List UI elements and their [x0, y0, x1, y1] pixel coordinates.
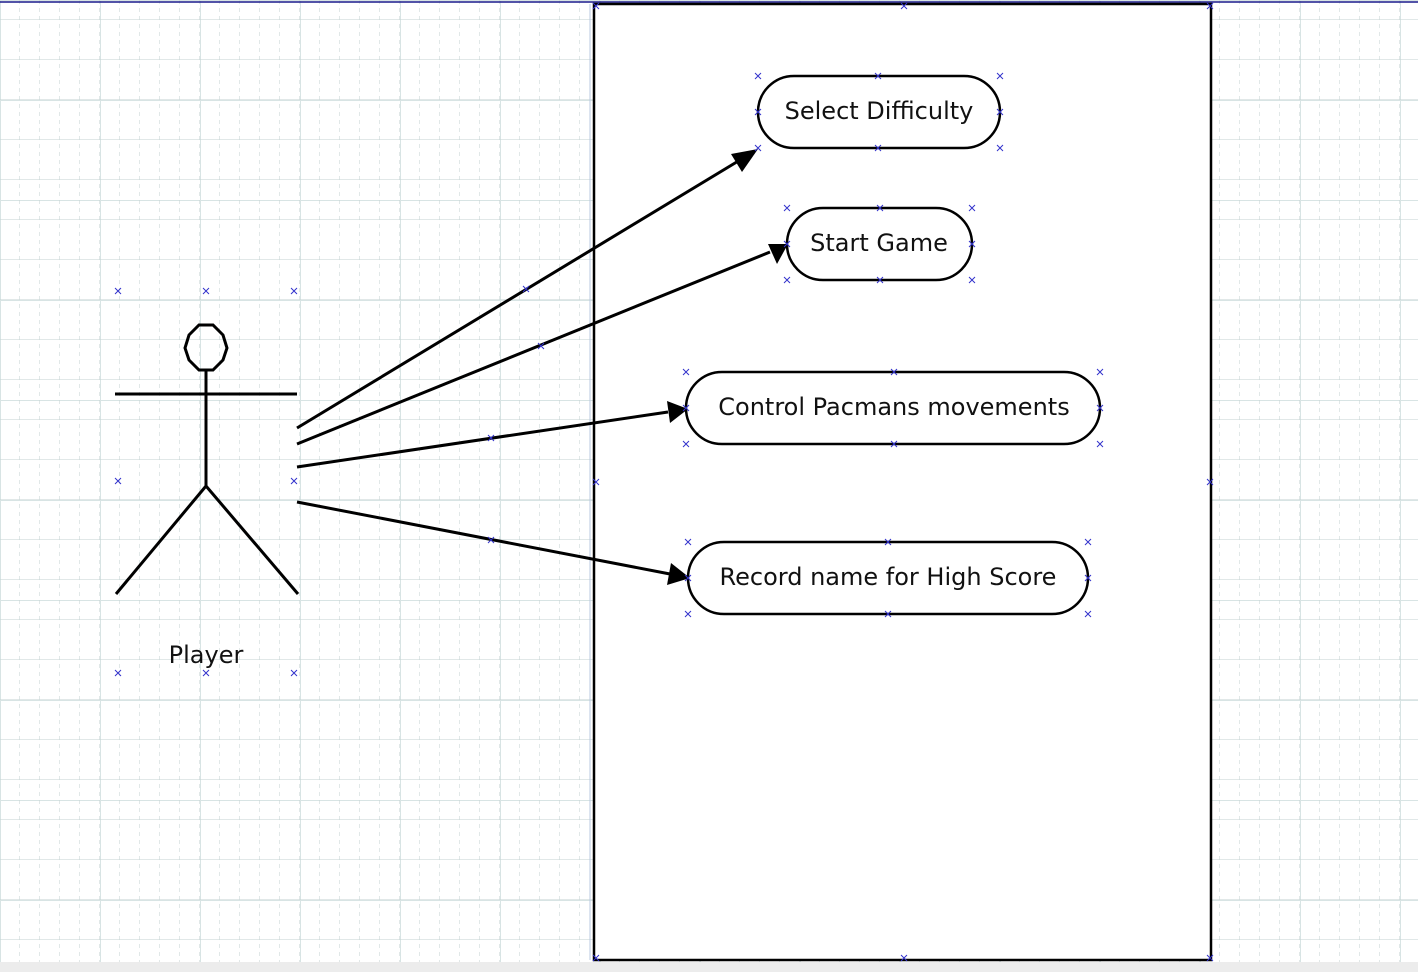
selection-handle-icon[interactable]	[592, 2, 600, 10]
selection-handle-icon[interactable]	[592, 954, 600, 962]
selection-handle-icon[interactable]	[114, 287, 122, 295]
selection-handle-icon[interactable]	[996, 72, 1004, 80]
selection-handle-icon[interactable]	[968, 240, 976, 248]
arrowhead-icon	[768, 244, 788, 264]
selection-handle-icon[interactable]	[684, 574, 692, 582]
selection-handle-icon[interactable]	[1084, 610, 1092, 618]
selection-handle-icon[interactable]	[1096, 404, 1104, 412]
selection-handle-icon[interactable]	[487, 536, 495, 544]
selection-handle-icon[interactable]	[754, 72, 762, 80]
selection-handle-icon[interactable]	[876, 204, 884, 212]
selection-handle-icon[interactable]	[114, 477, 122, 485]
actor-left-leg	[114, 485, 208, 595]
actor-right-leg	[204, 485, 300, 595]
actor-head	[183, 323, 229, 372]
selection-handle-icon[interactable]	[900, 954, 908, 962]
selection-handle-icon[interactable]	[996, 144, 1004, 152]
selection-handle-icon[interactable]	[783, 204, 791, 212]
use-case-label: Start Game	[810, 229, 948, 257]
selection-handle-icon[interactable]	[890, 440, 898, 448]
selection-handle-icon[interactable]	[522, 285, 530, 293]
use-case-record-name-high-score[interactable]: Record name for High Score	[686, 540, 1090, 616]
association-record-high-score[interactable]	[296, 500, 690, 585]
selection-handle-icon[interactable]	[1206, 954, 1214, 962]
association-line[interactable]	[296, 250, 771, 446]
actor-label: Player	[169, 641, 244, 669]
selection-handle-icon[interactable]	[682, 368, 690, 376]
selection-handle-icon[interactable]	[682, 440, 690, 448]
selection-handle-icon[interactable]	[996, 108, 1004, 116]
selection-handle-icon[interactable]	[754, 108, 762, 116]
use-case-start-game[interactable]: Start Game	[785, 206, 974, 282]
selection-handle-icon[interactable]	[487, 434, 495, 442]
selection-handles	[114, 2, 1214, 962]
selection-handle-icon[interactable]	[968, 204, 976, 212]
association-select-difficulty[interactable]	[296, 149, 758, 430]
association-start-game[interactable]	[296, 244, 788, 446]
selection-handle-icon[interactable]	[1096, 368, 1104, 376]
use-case-label: Record name for High Score	[720, 563, 1057, 591]
status-strip	[0, 962, 1418, 972]
selection-handle-icon[interactable]	[202, 287, 210, 295]
association-line[interactable]	[296, 500, 671, 576]
selection-handle-icon[interactable]	[114, 669, 122, 677]
selection-handle-icon[interactable]	[1084, 574, 1092, 582]
arrowhead-icon	[667, 563, 690, 585]
selection-handle-icon[interactable]	[884, 538, 892, 546]
selection-handle-icon[interactable]	[682, 404, 690, 412]
arrowhead-icon	[731, 149, 758, 172]
selection-handle-icon[interactable]	[290, 477, 298, 485]
selection-handle-icon[interactable]	[1206, 478, 1214, 486]
selection-handle-icon[interactable]	[1206, 2, 1214, 10]
selection-handle-icon[interactable]	[900, 2, 908, 10]
use-case-control-pacmans-movements[interactable]: Control Pacmans movements	[684, 370, 1102, 446]
association-control-movements[interactable]	[296, 401, 688, 469]
selection-handle-icon[interactable]	[684, 538, 692, 546]
selection-handle-icon[interactable]	[592, 478, 600, 486]
selection-handle-icon[interactable]	[1084, 538, 1092, 546]
selection-handle-icon[interactable]	[1096, 440, 1104, 448]
use-case-label: Control Pacmans movements	[718, 393, 1069, 421]
association-line[interactable]	[296, 158, 741, 430]
selection-handle-icon[interactable]	[874, 72, 882, 80]
selection-handle-icon[interactable]	[968, 276, 976, 284]
arrowhead-icon	[667, 401, 688, 423]
selection-handle-icon[interactable]	[202, 669, 210, 677]
selection-handle-icon[interactable]	[884, 610, 892, 618]
selection-handle-icon[interactable]	[537, 342, 545, 350]
selection-handle-icon[interactable]	[290, 287, 298, 295]
selection-handle-icon[interactable]	[290, 669, 298, 677]
actor-player[interactable]: Player	[114, 323, 300, 669]
selection-handle-icon[interactable]	[874, 144, 882, 152]
selection-handle-icon[interactable]	[890, 368, 898, 376]
use-case-select-difficulty[interactable]: Select Difficulty	[756, 74, 1002, 150]
selection-handle-icon[interactable]	[783, 276, 791, 284]
selection-handle-icon[interactable]	[783, 240, 791, 248]
use-case-label: Select Difficulty	[785, 97, 974, 125]
association-line[interactable]	[296, 410, 669, 469]
selection-handle-icon[interactable]	[754, 144, 762, 152]
selection-handle-icon[interactable]	[684, 610, 692, 618]
selection-handle-icon[interactable]	[876, 276, 884, 284]
associations	[296, 149, 788, 585]
